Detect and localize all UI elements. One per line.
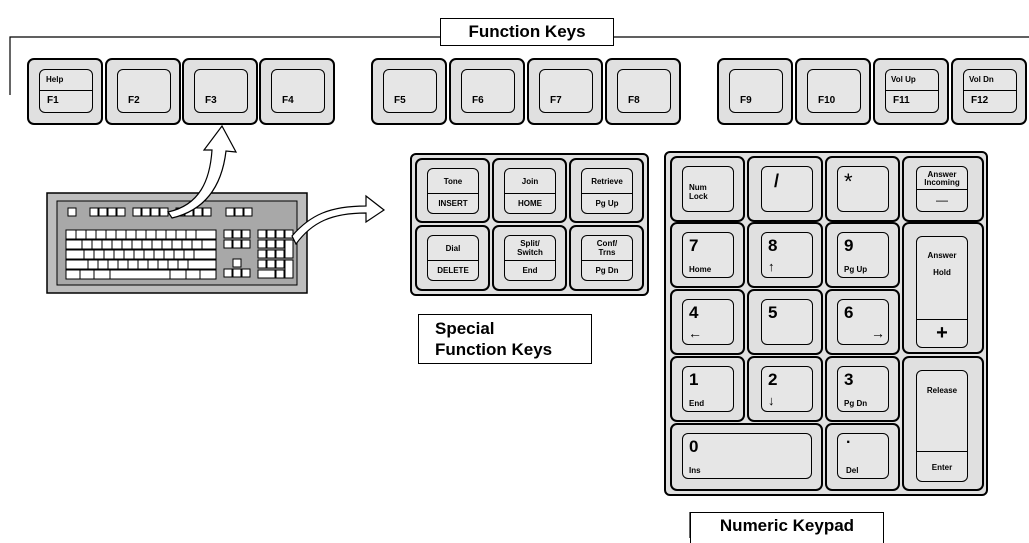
key-f7[interactable]: F7: [527, 58, 603, 125]
special-function-keys-title: Special Function Keys: [418, 314, 592, 364]
up-arrow-icon: ↑: [768, 259, 775, 274]
key-1-end[interactable]: 1 End: [670, 356, 745, 422]
function-keys-title: Function Keys: [440, 18, 614, 46]
key-3-pgdn[interactable]: 3 Pg Dn: [825, 356, 900, 422]
numeric-keypad-title: Numeric Keypad: [690, 512, 884, 543]
key-slash[interactable]: /: [747, 156, 823, 222]
key-join-home[interactable]: Join HOME: [492, 158, 567, 223]
key-2-down[interactable]: 2 ↓: [747, 356, 823, 422]
key-f4[interactable]: F4: [259, 58, 335, 125]
key-f9[interactable]: F9: [717, 58, 793, 125]
key-4-left[interactable]: 4 ←: [670, 289, 745, 355]
key-9-pgup[interactable]: 9 Pg Up: [825, 222, 900, 288]
key-split-switch-end[interactable]: Split/ Switch End: [492, 225, 567, 291]
key-6-right[interactable]: 6 →: [825, 289, 900, 355]
key-7-home[interactable]: 7 Home: [670, 222, 745, 288]
key-f6[interactable]: F6: [449, 58, 525, 125]
key-tone-insert[interactable]: Tone INSERT: [415, 158, 490, 223]
right-arrow-icon: →: [871, 325, 885, 341]
key-f12[interactable]: Vol Dn F12: [951, 58, 1027, 125]
key-f10[interactable]: F10: [795, 58, 871, 125]
key-dial-delete[interactable]: Dial DELETE: [415, 225, 490, 291]
left-arrow-icon: ←: [688, 325, 702, 341]
key-conf-trns-pgdn[interactable]: Conf/ Trns Pg Dn: [569, 225, 644, 291]
key-asterisk[interactable]: *: [825, 156, 900, 222]
key-f5[interactable]: F5: [371, 58, 447, 125]
key-f8[interactable]: F8: [605, 58, 681, 125]
key-f1[interactable]: Help F1: [27, 58, 103, 125]
key-release-enter[interactable]: Release Enter: [902, 356, 984, 491]
key-answer-incoming-minus[interactable]: Answer Incoming —: [902, 156, 984, 222]
key-answer-hold-plus[interactable]: Answer Hold +: [902, 222, 984, 354]
down-arrow-icon: ↓: [768, 393, 775, 408]
key-dot-del[interactable]: · Del: [825, 423, 900, 491]
key-retrieve-pgup[interactable]: Retrieve Pg Up: [569, 158, 644, 223]
key-0-ins[interactable]: 0 Ins: [670, 423, 823, 491]
key-8-up[interactable]: 8 ↑: [747, 222, 823, 288]
key-f2[interactable]: F2: [105, 58, 181, 125]
key-f3[interactable]: F3: [182, 58, 258, 125]
key-f11[interactable]: Vol Up F11: [873, 58, 949, 125]
key-5[interactable]: 5: [747, 289, 823, 355]
key-num-lock[interactable]: Num Lock: [670, 156, 745, 222]
